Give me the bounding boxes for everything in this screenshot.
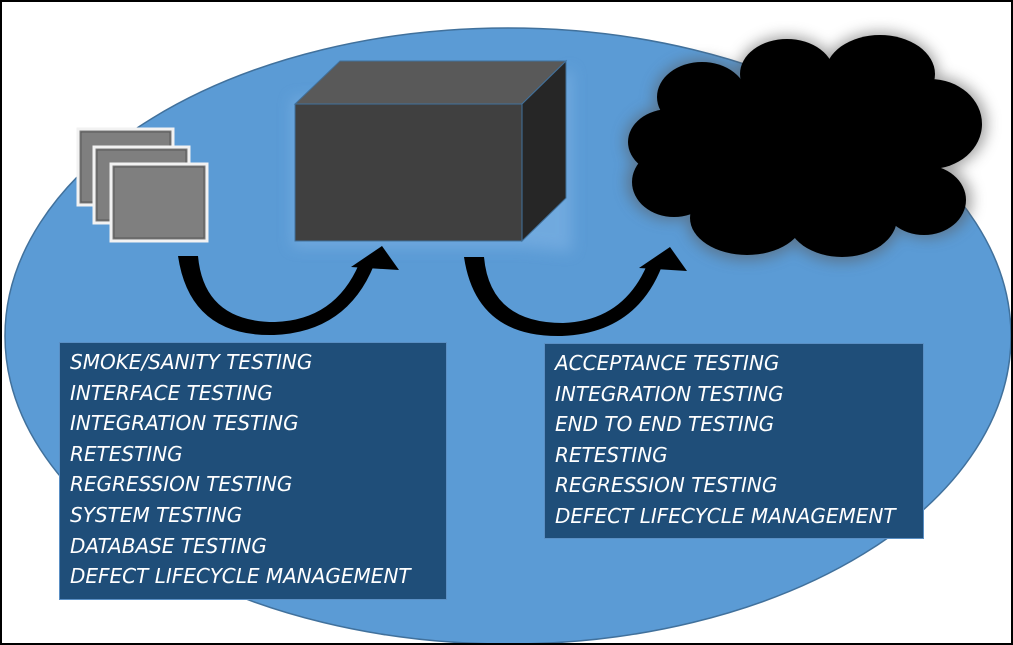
- list-item: ACCEPTANCE TESTING: [555, 351, 780, 375]
- list-item: REGRESSION TESTING: [70, 472, 293, 497]
- list-item: RETESTING: [70, 441, 183, 466]
- list-item: INTEGRATION TESTING: [70, 411, 299, 436]
- list-item: INTERFACE TESTING: [70, 380, 273, 405]
- list-item: DATABASE TESTING: [70, 533, 267, 558]
- list-item: SYSTEM TESTING: [70, 502, 243, 527]
- cube-icon: [292, 59, 572, 252]
- list-item: RETESTING: [555, 442, 668, 467]
- list-item: END TO END TESTING: [555, 412, 775, 437]
- documents-stack-icon: [76, 127, 209, 243]
- curved-arrow-icon: [464, 247, 687, 337]
- curved-arrow-icon: [178, 246, 399, 336]
- left-testing-list: SMOKE/SANITY TESTING INTERFACE TESTING I…: [59, 342, 447, 600]
- list-item: SMOKE/SANITY TESTING: [70, 350, 313, 374]
- list-item: DEFECT LIFECYCLE MANAGEMENT: [70, 564, 411, 589]
- list-item: INTEGRATION TESTING: [555, 381, 784, 406]
- list-item: REGRESSION TESTING: [555, 473, 778, 498]
- list-item: DEFECT LIFECYCLE MANAGEMENT: [555, 503, 896, 528]
- cloud-icon: [625, 32, 987, 262]
- right-testing-list: ACCEPTANCE TESTING INTEGRATION TESTING E…: [544, 343, 924, 539]
